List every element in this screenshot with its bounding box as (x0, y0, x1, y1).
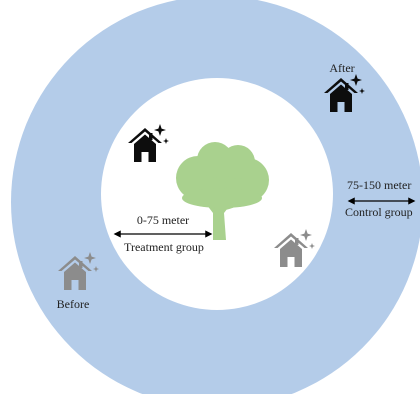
inner-group-label: Treatment group (124, 240, 204, 254)
outer-distance-label: 75-150 meter (347, 178, 411, 192)
after-label: After (329, 61, 354, 75)
tree-icon (176, 142, 269, 240)
before-label: Before (57, 297, 90, 311)
outer-group-label: Control group (345, 205, 413, 219)
inner-distance-label: 0-75 meter (137, 213, 189, 227)
